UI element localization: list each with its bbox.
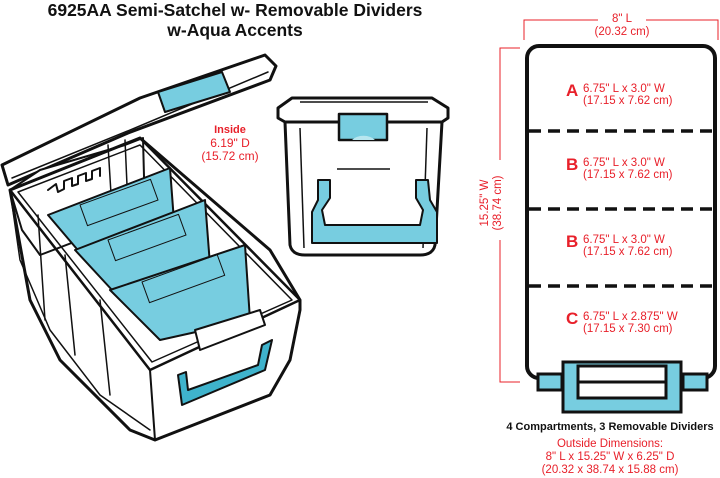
length-dimension-label: 8" L (20.32 cm)	[582, 13, 662, 39]
compartment-metric: (17.15 x 7.62 cm)	[583, 246, 673, 258]
inside-depth-imperial: 6.19" D	[210, 136, 250, 150]
front-handle-aqua	[311, 179, 438, 244]
front-latch-aqua	[337, 112, 389, 142]
outside-imperial: 8" L x 15.25" W x 6.25" D	[545, 451, 675, 463]
width-dimension-line	[499, 47, 520, 383]
inside-heading: Inside	[214, 124, 246, 136]
open-satchel-illustration	[0, 53, 302, 442]
outside-metric: (20.32 x 38.74 x 15.88 cm)	[541, 464, 679, 476]
outside-heading: Outside Dimensions:	[556, 438, 664, 450]
top-view-handle	[536, 360, 709, 414]
compartment-text: 6.75" L x 3.0" W (17.15 x 7.62 cm)	[583, 157, 672, 181]
compartment-size: 6.75" L x 3.0" W	[583, 234, 665, 246]
inside-depth-label: Inside 6.19" D (15.72 cm)	[185, 124, 275, 163]
lid-latch-aqua	[157, 71, 231, 113]
diagram-title-line1: 6925AA Semi-Satchel w- Removable Divider…	[47, 0, 423, 20]
satchel-tub	[8, 136, 302, 442]
width-dimension-label: 15.25" W (38.74 cm)	[479, 153, 505, 253]
front-handle-aqua	[177, 339, 273, 406]
compartment-letter: B	[566, 232, 579, 251]
compartment-letter: B	[566, 155, 579, 174]
compartment-size: 6.75" L x 3.0" W	[583, 157, 665, 169]
compartment-size: 6.75" L x 3.0" W	[583, 83, 665, 95]
front-handle	[194, 309, 266, 351]
diagram-title-line2: w-Aqua Accents	[167, 20, 303, 40]
compartment-metric: (17.15 x 7.62 cm)	[583, 169, 673, 181]
compartment-metric: (17.15 x 7.30 cm)	[583, 323, 673, 335]
length-dimension-line	[523, 19, 719, 40]
divider-lines	[529, 129, 713, 288]
compartment-metric: (17.15 x 7.62 cm)	[583, 95, 673, 107]
compartment-letter: A	[566, 81, 579, 100]
compartment-text: 6.75" L x 3.0" W (17.15 x 7.62 cm)	[583, 83, 672, 107]
top-view-illustration	[499, 19, 719, 414]
outside-dimensions: Outside Dimensions: 8" L x 15.25" W x 6.…	[500, 438, 720, 477]
front-view-illustration	[276, 96, 450, 257]
width-imperial: 15.25" W	[479, 179, 491, 227]
compartment-text: 6.75" L x 2.875" W (17.15 x 7.30 cm)	[583, 311, 678, 335]
inside-depth-metric: (15.72 cm)	[201, 149, 259, 163]
width-metric: (38.74 cm)	[492, 175, 504, 231]
compartment-letter: C	[566, 309, 579, 328]
compartment-text: 6.75" L x 3.0" W (17.15 x 7.62 cm)	[583, 234, 672, 258]
compartments-summary: 4 Compartments, 3 Removable Dividers	[506, 421, 714, 433]
length-metric: (20.32 cm)	[594, 26, 650, 38]
length-imperial: 8" L	[611, 13, 633, 25]
compartment-size: 6.75" L x 2.875" W	[583, 311, 678, 323]
